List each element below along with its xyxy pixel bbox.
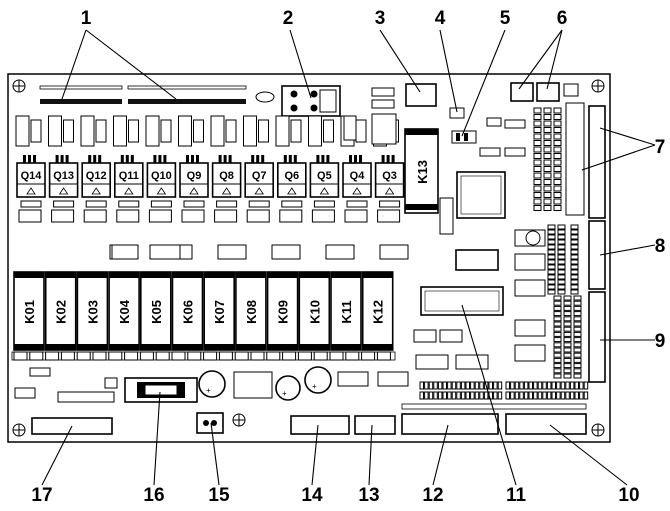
mounting-holes <box>12 79 605 437</box>
microcontroller-chip <box>456 171 506 219</box>
relay-bank: K01 K02 K03 K04 K05 K06 K07 K08 K09 K10 K11 K12 <box>13 271 394 351</box>
label-k05: K05 <box>149 300 164 324</box>
callout-13: 13 <box>358 485 379 506</box>
top-component-row <box>15 113 399 147</box>
transistor-q3: Q3 <box>374 155 405 223</box>
main-relay-k13: K13 <box>404 128 439 214</box>
label-k03: K03 <box>85 300 100 324</box>
callout-10: 10 <box>618 485 639 506</box>
callout-8: 8 <box>655 236 666 257</box>
transistor-q14: Q14 <box>16 155 46 223</box>
transistor-q10: Q10 <box>146 155 177 223</box>
relay-k04: K04 <box>108 271 140 351</box>
callout-2: 2 <box>283 8 294 29</box>
connector-3 <box>405 83 437 107</box>
label-k08: K08 <box>244 300 259 324</box>
label-k04: K04 <box>117 299 132 324</box>
power-connector <box>281 85 341 117</box>
relay-k07: K07 <box>203 271 235 351</box>
transistor-q12: Q12 <box>81 155 111 223</box>
transistor-q5: Q5 <box>309 155 340 223</box>
callout-17: 17 <box>31 485 52 506</box>
label-q6: Q6 <box>284 170 299 182</box>
label-k12: K12 <box>371 300 386 324</box>
label-q10: Q10 <box>151 170 172 182</box>
label-q13: Q13 <box>53 170 74 182</box>
callout-1: 1 <box>81 8 92 29</box>
callout-4: 4 <box>435 8 446 29</box>
svg-text:+: + <box>312 382 317 391</box>
relay-k08: K08 <box>235 271 267 351</box>
label-q11: Q11 <box>119 170 139 182</box>
relay-k10: K10 <box>298 271 331 351</box>
under-relay-row <box>13 351 391 361</box>
label-q14: Q14 <box>21 170 43 182</box>
connector-7 <box>588 105 606 219</box>
callout-14: 14 <box>301 485 323 506</box>
relay-k09: K09 <box>266 271 299 351</box>
regulator-16 <box>124 377 198 403</box>
callout-numbers: 1 2 3 4 5 6 7 8 9 10 11 12 13 14 15 16 1… <box>31 8 665 506</box>
transistor-q6: Q6 <box>276 155 307 223</box>
top-bars <box>39 85 247 104</box>
label-q3: Q3 <box>382 170 397 182</box>
transistor-q9: Q9 <box>179 155 209 223</box>
transistor-q11: Q11 <box>114 155 144 223</box>
callout-3: 3 <box>375 8 386 29</box>
connector-8 <box>588 220 606 290</box>
relay-k03: K03 <box>76 271 109 351</box>
label-q7: Q7 <box>252 170 267 182</box>
connector-9 <box>588 291 606 383</box>
svg-text:+: + <box>206 386 211 395</box>
label-k10: K10 <box>307 300 322 324</box>
label-k06: K06 <box>181 300 196 324</box>
callout-9: 9 <box>655 331 666 352</box>
label-k13: K13 <box>415 160 430 184</box>
label-q9: Q9 <box>187 170 202 182</box>
callout-16: 16 <box>143 485 164 506</box>
relay-k05: K05 <box>140 271 172 351</box>
label-q4: Q4 <box>350 170 366 182</box>
label-q5: Q5 <box>317 170 332 182</box>
label-k11: K11 <box>339 300 354 323</box>
transistor-row: Q14 Q13 Q12 Q11 Q10 Q9 Q8 Q7 Q6 Q5 Q4 Q3 <box>16 155 405 223</box>
callout-5: 5 <box>500 8 511 29</box>
relay-k02: K02 <box>44 271 77 351</box>
relay-k06: K06 <box>171 271 204 351</box>
callout-15: 15 <box>208 485 230 506</box>
connector-14 <box>290 415 350 435</box>
ic-11 <box>420 286 504 316</box>
callout-12: 12 <box>422 485 443 506</box>
label-k09: K09 <box>276 300 291 324</box>
capacitors: + + + <box>198 366 332 401</box>
connector-12 <box>401 413 499 435</box>
connector-10 <box>505 413 587 435</box>
connector-6a <box>510 82 534 102</box>
callout-7: 7 <box>655 137 666 158</box>
connector-13 <box>354 415 396 435</box>
callout-6: 6 <box>557 8 568 29</box>
label-k02: K02 <box>54 300 69 324</box>
connector-15 <box>196 412 224 434</box>
label-q12: Q12 <box>86 170 107 182</box>
callout-11: 11 <box>506 485 527 506</box>
bottom-pin-arrays <box>401 381 589 410</box>
oval-component <box>255 91 275 103</box>
transistor-q8: Q8 <box>211 155 242 223</box>
transistor-q4: Q4 <box>342 155 372 223</box>
transistor-q7: Q7 <box>244 155 274 223</box>
label-q8: Q8 <box>219 170 234 182</box>
relay-k11: K11 <box>330 271 362 351</box>
right-pin-arrays <box>533 107 582 379</box>
relay-k01: K01 <box>13 271 45 351</box>
label-k01: K01 <box>22 300 37 324</box>
relay-k12: K12 <box>361 271 394 351</box>
leader-lines <box>41 29 656 486</box>
transistor-q13: Q13 <box>48 155 79 223</box>
label-k07: K07 <box>212 300 227 324</box>
svg-text:+: + <box>282 389 287 398</box>
small-part-row <box>109 244 409 260</box>
